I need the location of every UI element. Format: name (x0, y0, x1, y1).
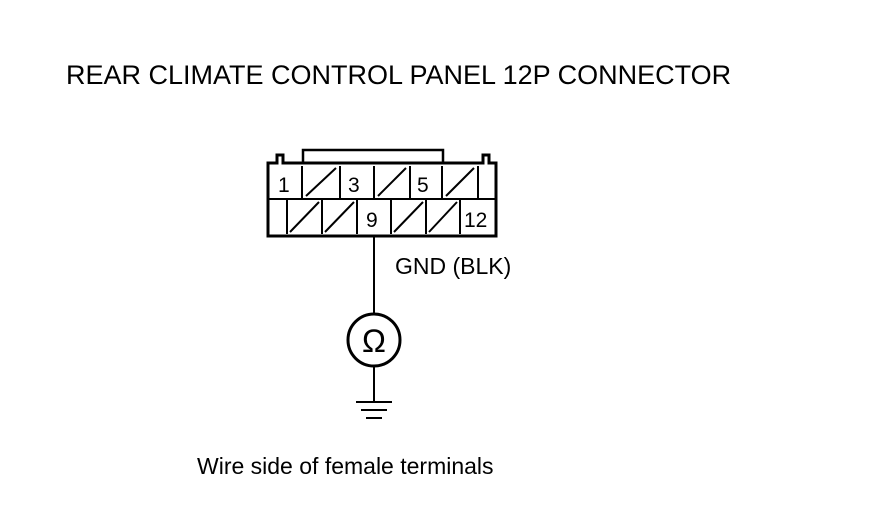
wire-label: GND (BLK) (395, 253, 511, 279)
connector-housing (266, 153, 498, 238)
pin-11-unused (428, 201, 458, 233)
pin-12-label: 12 (464, 209, 487, 232)
pin-10-unused (393, 201, 424, 233)
pin-5-label: 5 (417, 174, 429, 197)
pin-9-label: 9 (366, 209, 378, 232)
ground-icon (356, 401, 392, 419)
ohm-symbol: Ω (362, 323, 386, 359)
pin-1-label: 1 (278, 174, 290, 197)
pin-3-label: 3 (348, 174, 360, 197)
connector-lock-tab (301, 148, 445, 163)
diagram-title: REAR CLIMATE CONTROL PANEL 12P CONNECTOR (66, 60, 731, 90)
pin-8-unused (324, 201, 355, 233)
pin-4-unused (377, 167, 407, 197)
ohmmeter-icon: Ω (346, 312, 402, 368)
pin-2-unused (305, 167, 337, 197)
connector-top-row (301, 166, 479, 199)
pin-7-unused (289, 201, 320, 233)
pin-6-unused (445, 167, 475, 197)
diagram-caption: Wire side of female terminals (197, 453, 494, 479)
connector-12p (266, 148, 498, 238)
connector-bottom-row (286, 199, 461, 234)
